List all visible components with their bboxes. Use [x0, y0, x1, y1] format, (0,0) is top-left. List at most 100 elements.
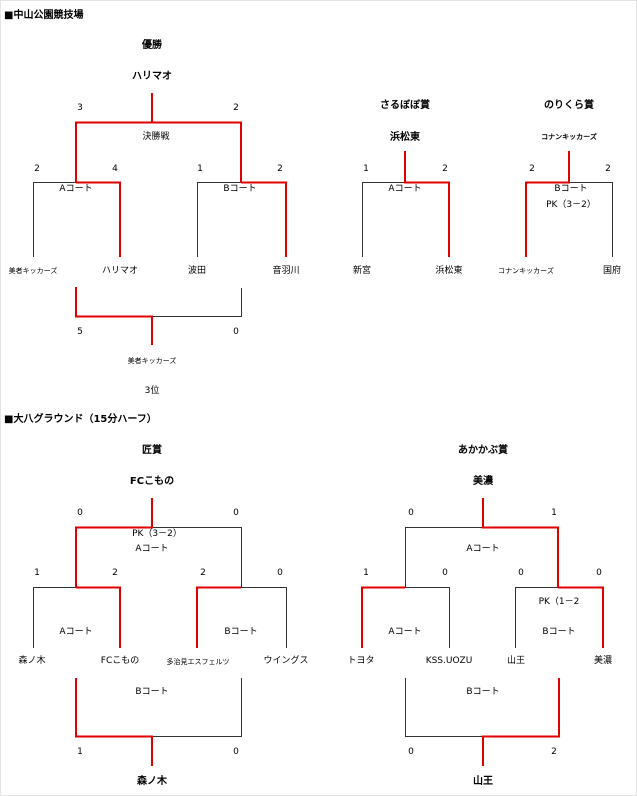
- akakabu-b-court: Bコート: [542, 627, 576, 637]
- line-takumi-final-right: [152, 527, 242, 587]
- takumi-b-score-left: 2: [200, 568, 206, 578]
- champion-name: ハリマオ: [132, 71, 172, 82]
- akakabu-b-score-left: 0: [518, 568, 524, 578]
- takumi-final-score-left: 0: [77, 508, 83, 518]
- semi-a-score-left: 2: [34, 164, 40, 174]
- semi-a-court: Aコート: [59, 184, 93, 194]
- prize-title-yusho: 優勝: [142, 40, 162, 51]
- takumi-final-score-right: 0: [233, 508, 239, 518]
- prize-title-takumi: 匠賞: [142, 445, 162, 456]
- team-label: KSS.UOZU: [425, 656, 473, 666]
- norikura-pk: PK（3－2）: [546, 200, 596, 210]
- takumi-final-court: Aコート: [135, 544, 169, 554]
- akakabu-winner: 美濃: [473, 476, 493, 487]
- akakabu-final-court: Aコート: [466, 544, 500, 554]
- akakabu-a-court: Aコート: [388, 627, 422, 637]
- third-place-team: 美者キッカーズ: [127, 357, 177, 365]
- norikura-court: Bコート: [554, 184, 588, 194]
- third-place-label: 3位: [144, 386, 160, 396]
- sarubobo-winner: 浜松東: [390, 132, 420, 143]
- takumi-b-score-right: 0: [277, 568, 283, 578]
- semi-a-score-right: 4: [112, 164, 118, 174]
- win-line-norikura: [525, 151, 570, 257]
- akakabu-final-score-left: 0: [408, 508, 414, 518]
- takumi-a-score-left: 1: [34, 568, 40, 578]
- akakabu-b-pk: PK（1－2: [538, 597, 580, 607]
- line-akakabu-a-right: [405, 587, 450, 648]
- takumi-bottom-court: Bコート: [135, 687, 169, 697]
- norikura-score-left: 2: [529, 164, 535, 174]
- line-sarubobo-left: [362, 182, 405, 257]
- team-label: 音羽川: [272, 266, 300, 276]
- win-line-champion: [75, 93, 153, 183]
- line-takumi-b-right: [241, 587, 287, 648]
- section-title-nakayama: ■中山公園競技場: [4, 10, 84, 21]
- takumi-a-score-right: 2: [112, 568, 118, 578]
- akakabu-bottom-winner: 山王: [473, 776, 493, 787]
- team-label: 美者キッカーズ: [8, 267, 58, 275]
- win-line-akakabu-final: [482, 498, 559, 588]
- win-line-semi-b: [241, 181, 287, 257]
- team-label: 浜松東: [435, 266, 463, 276]
- final-score-left: 3: [77, 103, 83, 113]
- team-label: トヨタ: [347, 656, 375, 666]
- takumi-bottom-score-right: 0: [233, 747, 239, 757]
- team-label: ウイングス: [263, 656, 309, 666]
- line-akakabu-final-left: [405, 527, 483, 587]
- akakabu-a-score-right: 0: [442, 568, 448, 578]
- takumi-final-pk: PK（3－2）: [132, 529, 182, 539]
- win-line-akakabu-bottom: [482, 678, 560, 766]
- takumi-winner: FCこもの: [129, 476, 175, 487]
- line-akakabu-b-left: [515, 587, 558, 648]
- win-line-semi-a: [76, 181, 121, 257]
- win-line-takumi-bottom: [75, 678, 153, 766]
- win-line-third: [75, 287, 153, 345]
- akakabu-bottom-score-right: 2: [551, 747, 557, 757]
- sarubobo-score-left: 1: [363, 164, 369, 174]
- akakabu-bottom-court: Bコート: [466, 687, 500, 697]
- win-line-takumi-final: [75, 498, 153, 588]
- semi-b-score-left: 1: [197, 164, 203, 174]
- team-label: 多治見エスフェルツ: [166, 658, 230, 666]
- team-label: 森ノ木: [18, 656, 46, 666]
- team-label: ハリマオ: [101, 266, 139, 276]
- prize-title-sarubobo: さるぼぼ賞: [380, 100, 430, 111]
- line-norikura-right: [569, 182, 613, 257]
- takumi-b-court: Bコート: [224, 627, 258, 637]
- third-score-right: 0: [233, 327, 239, 337]
- win-line-sarubobo: [404, 151, 450, 257]
- third-score-left: 5: [77, 327, 83, 337]
- team-label: 国府: [602, 266, 622, 276]
- win-line-takumi-b: [196, 586, 241, 648]
- takumi-a-court: Aコート: [59, 627, 93, 637]
- norikura-score-right: 2: [605, 164, 611, 174]
- line-takumi-a-left: [33, 587, 76, 648]
- win-line-akakabu-b: [558, 586, 604, 648]
- line-akakabu-bottom-left: [405, 678, 483, 737]
- semi-b-court: Bコート: [223, 184, 257, 194]
- final-score-right: 2: [233, 103, 239, 113]
- takumi-bottom-score-left: 1: [77, 747, 83, 757]
- norikura-winner: コナンキッカーズ: [541, 133, 597, 141]
- akakabu-a-score-left: 1: [363, 568, 369, 578]
- line-takumi-bottom-right: [152, 678, 242, 737]
- line-third-right: [152, 288, 242, 317]
- prize-title-norikura: のりくら賞: [544, 100, 594, 111]
- takumi-bottom-winner: 森ノ木: [137, 776, 167, 787]
- prize-title-akakabu: あかかぶ賞: [458, 445, 508, 456]
- final-label: 決勝戦: [142, 132, 170, 142]
- section-title-daihachi: ■大八グラウンド（15分ハーフ）: [4, 414, 157, 425]
- team-label: FCこもの: [100, 656, 140, 666]
- semi-b-score-right: 2: [277, 164, 283, 174]
- team-label: 山王: [506, 656, 526, 666]
- akakabu-bottom-score-left: 0: [408, 747, 414, 757]
- line-semi-a-left: [33, 182, 76, 257]
- win-line-final-right: [152, 121, 242, 183]
- team-label: 新宮: [352, 266, 372, 276]
- win-line-akakabu-a: [361, 586, 405, 648]
- team-label: 波田: [187, 266, 207, 276]
- line-semi-b-left: [197, 182, 241, 257]
- team-label: コナンキッカーズ: [498, 267, 554, 275]
- team-label: 美濃: [593, 656, 613, 666]
